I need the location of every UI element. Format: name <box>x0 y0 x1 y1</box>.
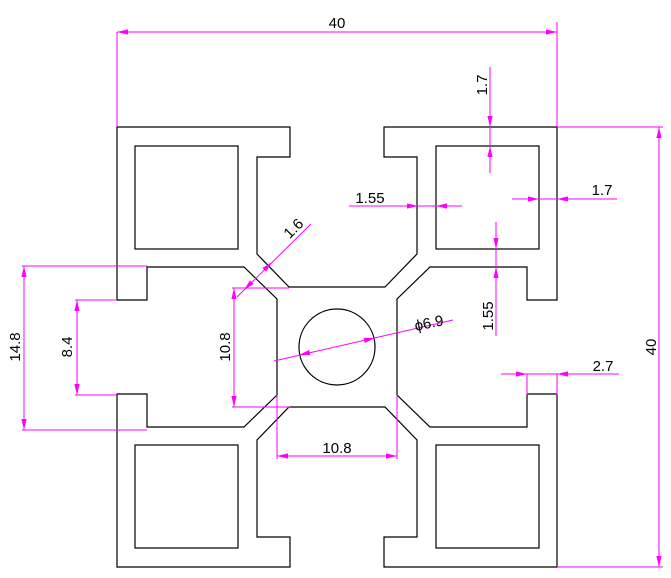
dim-center-width: 10.8 <box>322 440 351 457</box>
arrowhead <box>231 396 237 407</box>
arrowhead <box>244 280 254 290</box>
arrowhead <box>277 453 288 459</box>
arrowhead <box>231 288 237 299</box>
arrowhead <box>546 29 557 35</box>
arrowhead <box>487 116 493 127</box>
corner-chamber <box>134 145 239 250</box>
arrowhead <box>21 419 27 430</box>
arrowhead <box>557 371 568 377</box>
corner-chamber <box>435 444 540 549</box>
dim-inner-wall-left: 1.55 <box>355 190 384 207</box>
arrowhead <box>436 203 447 209</box>
arrowhead <box>557 196 568 202</box>
dim-slot-outer-height: 14.8 <box>7 332 24 361</box>
dim-overall-height: 40 <box>643 339 660 356</box>
dim-center-hole: ϕ6.9 <box>413 312 445 335</box>
arrowhead <box>299 350 311 356</box>
arrowhead <box>493 267 499 278</box>
arrowhead <box>656 556 662 567</box>
dim-chamfer-wall: 1.6 <box>280 215 307 242</box>
dim-slot-opening: 8.4 <box>59 337 76 358</box>
dim-lip-width: 2.7 <box>593 358 614 375</box>
arrowhead <box>493 238 499 249</box>
dimension-lines <box>21 22 663 568</box>
arrowhead <box>386 453 397 459</box>
arrowhead <box>262 262 272 272</box>
dim-right-wall: 1.7 <box>592 182 613 199</box>
dim-top-wall: 1.7 <box>474 75 491 96</box>
dim-overall-width: 40 <box>329 15 346 32</box>
corner-chamber <box>134 444 239 549</box>
arrowhead <box>117 29 128 35</box>
arrowhead <box>74 300 80 311</box>
arrowhead <box>487 146 493 157</box>
arrowhead <box>516 371 527 377</box>
dim-center-height: 10.8 <box>217 332 234 361</box>
arrowhead <box>407 203 418 209</box>
arrowhead <box>363 337 375 343</box>
arrowhead <box>656 127 662 138</box>
arrowhead <box>528 196 539 202</box>
arrowhead <box>74 384 80 395</box>
arrowhead <box>21 266 27 277</box>
corner-chamber <box>435 145 540 250</box>
dim-inner-wall-bottom: 1.55 <box>480 301 497 330</box>
center-hole <box>298 308 376 386</box>
